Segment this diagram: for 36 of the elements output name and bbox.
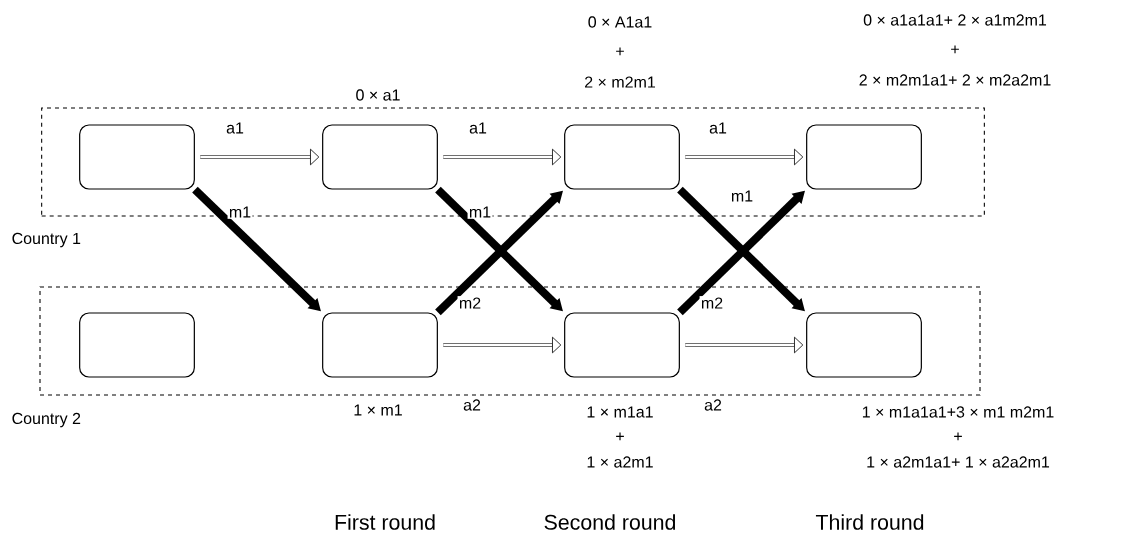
hollow-arrow — [443, 336, 562, 354]
expression-text: 1 × m1 — [354, 404, 402, 416]
edge-label: a1 — [224, 121, 246, 135]
expression-text: + — [951, 45, 959, 54]
node-label: Country 2 — [12, 412, 81, 428]
edge-label: m1 — [227, 205, 253, 219]
expression-text: 1 × m1a1a1+3 × m1 m2m1 — [862, 406, 1054, 418]
expression-text: 2 × m2m1 — [585, 76, 655, 88]
rounded-box — [79, 124, 195, 190]
expression-text: 0 × A1a1 — [588, 16, 652, 28]
rounded-box — [79, 312, 195, 378]
round-label: First round — [335, 514, 435, 530]
edge-label: a2 — [702, 398, 724, 412]
hollow-arrow — [200, 148, 320, 166]
node-label: Country 1 — [12, 232, 81, 248]
hollow-arrow — [685, 336, 804, 354]
edge-label: a2 — [461, 398, 483, 412]
edge-label: m1 — [467, 205, 493, 219]
expression-text: 2 × m2m1a1+ 2 × m2a2m1 — [859, 74, 1051, 86]
edge-label: m2 — [699, 296, 725, 310]
expression-text: 1 × a2m1a1+ 1 × a2a2m1 — [867, 456, 1050, 468]
edge-label: m2 — [457, 296, 483, 310]
expression-text: 1 × m1a1 — [587, 406, 653, 418]
expression-text: 0 × a1a1a1+ 2 × a1m2m1 — [863, 14, 1047, 26]
edge-label: a1 — [467, 121, 489, 135]
round-label: Third round — [815, 514, 924, 530]
round-label: Second round — [544, 514, 675, 530]
expression-text: + — [616, 432, 624, 441]
expression-text: + — [954, 432, 962, 441]
hollow-arrow — [443, 148, 562, 166]
hollow-arrow — [685, 148, 804, 166]
expression-text: + — [616, 47, 624, 56]
edge-label: m1 — [729, 189, 755, 203]
expression-text: 1 × a2m1 — [587, 456, 653, 468]
expression-text: 0 × a1 — [356, 89, 400, 101]
edge-label: a1 — [707, 121, 729, 135]
